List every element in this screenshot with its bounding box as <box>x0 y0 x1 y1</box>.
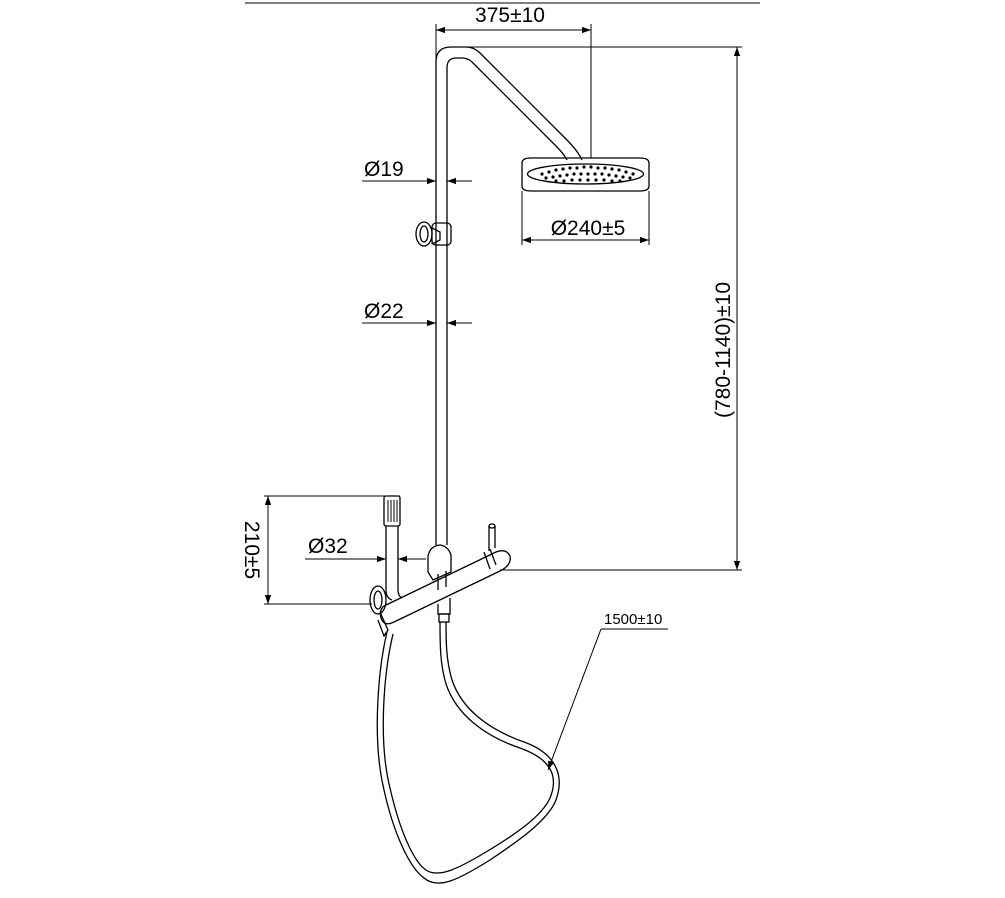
dim-label-upper-pipe-diameter: Ø19 <box>364 158 404 181</box>
dimension-hand-shower-length: 210±5 <box>240 495 400 605</box>
shower-head-nozzles <box>540 165 635 183</box>
dimension-lower-pipe-diameter: Ø22 <box>362 300 472 327</box>
sliding-hand-shower-holder <box>415 221 452 247</box>
dim-label-shower-head-diameter: Ø240±5 <box>551 217 626 240</box>
riser-pipe <box>435 46 583 545</box>
dim-label-lower-pipe-diameter: Ø22 <box>364 300 404 323</box>
dimension-upper-pipe-diameter: Ø19 <box>362 158 472 185</box>
hand-shower <box>383 495 403 601</box>
dim-label-hand-shower-diameter: Ø32 <box>308 535 348 558</box>
rain-shower-head <box>521 157 650 192</box>
dimension-arm-reach: 375±10 <box>435 4 592 158</box>
dim-label-arm-reach: 375±10 <box>475 4 545 27</box>
dimension-adjustable-height: (780-1140)±10 <box>466 46 742 571</box>
thermostatic-mixer <box>379 523 511 625</box>
dimension-shower-head-diameter: Ø240±5 <box>521 191 650 245</box>
dim-label-hose-length: 1500±10 <box>604 611 662 628</box>
dimension-hand-shower-diameter: Ø32 <box>305 535 426 563</box>
hand-shower-wall-bracket <box>369 585 389 638</box>
dimension-hose-length: 1500±10 <box>547 611 668 771</box>
dim-label-adjustable-height: (780-1140)±10 <box>712 282 735 418</box>
shower-hose <box>376 621 560 884</box>
dim-label-hand-shower-length: 210±5 <box>240 521 263 579</box>
